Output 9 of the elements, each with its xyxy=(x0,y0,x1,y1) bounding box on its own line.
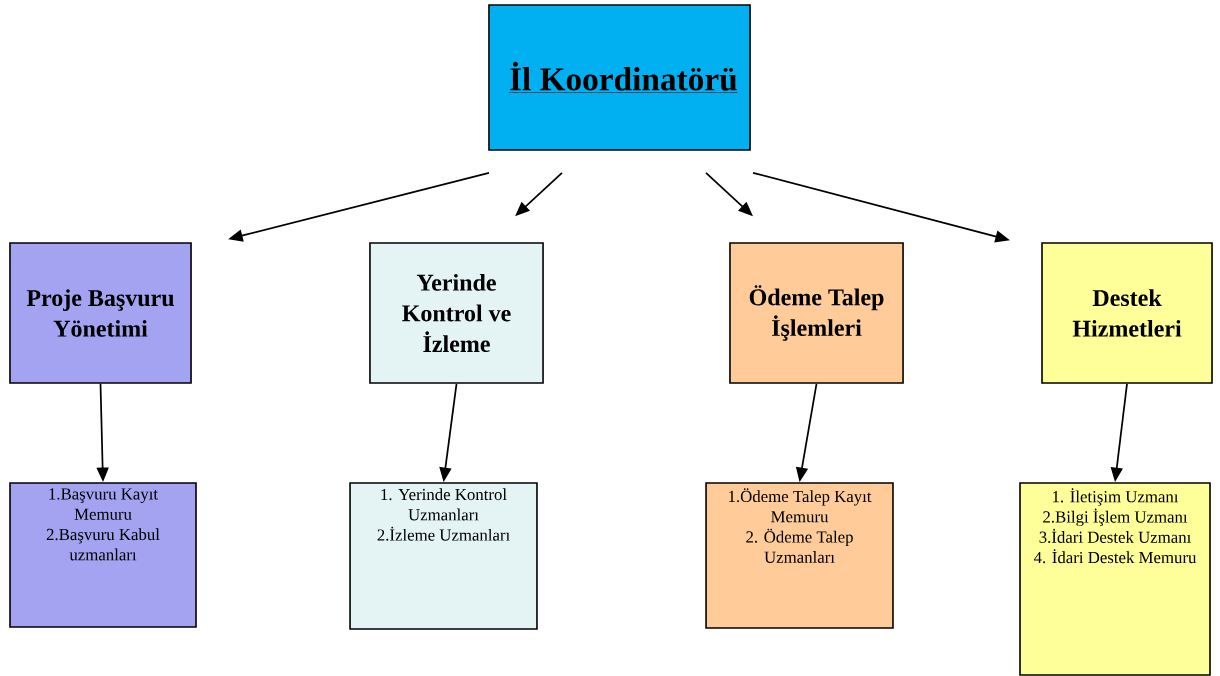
staff-list-box: 1. Yerinde Kontrol Uzmanları 2.İzleme Uzmanları xyxy=(349,482,538,630)
staff-list-box: 1.Ödeme Talep Kayıt Memuru 2. Ödeme Talep Uzmanları xyxy=(705,482,894,629)
coordinator-box: İl Koordinatörü xyxy=(488,4,751,151)
department-box: Yerinde Kontrol ve İzleme xyxy=(369,242,544,384)
department-box: Proje Başvuru Yönetimi xyxy=(9,242,192,384)
department-box: Destek Hizmetleri xyxy=(1041,242,1213,384)
staff-list-box: 1. İletişim Uzmanı 2.Bilgi İşlem Uzmanı 3.İdari Destek Uzmanı 4. İdari Destek Memuru xyxy=(1019,482,1211,676)
staff-list-box: 1.Başvuru Kayıt Memuru 2.Başvuru Kabul uzmanları xyxy=(9,482,197,628)
department-box: Ödeme Talep İşlemleri xyxy=(729,242,904,384)
